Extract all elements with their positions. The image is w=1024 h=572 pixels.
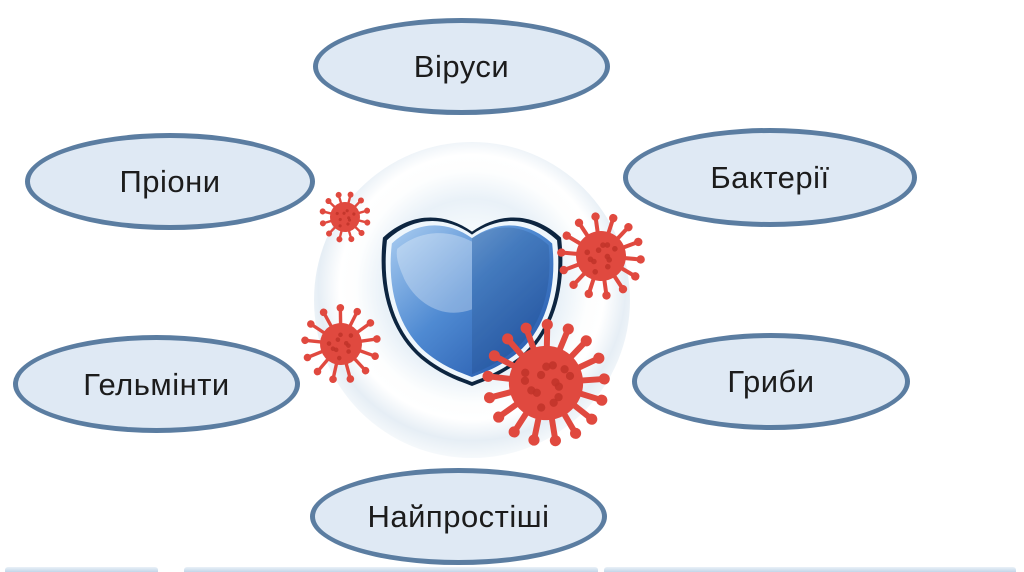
page-edge-strip — [5, 567, 158, 572]
node-label: Гельмінти — [83, 366, 230, 402]
node-label: Віруси — [413, 49, 510, 84]
shield-icon — [369, 202, 575, 390]
node-label: Бактерії — [710, 160, 830, 195]
diagram-node-helminths: Гельмінти — [13, 335, 300, 433]
page-edge-strip — [184, 567, 598, 572]
node-label: Гриби — [727, 364, 815, 399]
virus-icon — [294, 297, 389, 392]
node-label: Найпростіші — [367, 499, 550, 534]
diagram-node-bacteria: Бактерії — [623, 128, 917, 227]
diagram-node-prions: Пріони — [25, 133, 315, 230]
page-edge-strip — [604, 567, 1016, 572]
virus-icon — [476, 313, 617, 454]
virus-icon — [551, 206, 651, 306]
virus-icon — [311, 183, 379, 251]
diagram-node-protozoa: Найпростіші — [310, 468, 607, 565]
diagram-node-viruses: Віруси — [313, 18, 610, 115]
node-label: Пріони — [119, 164, 221, 199]
diagram-node-fungi: Гриби — [632, 333, 910, 430]
